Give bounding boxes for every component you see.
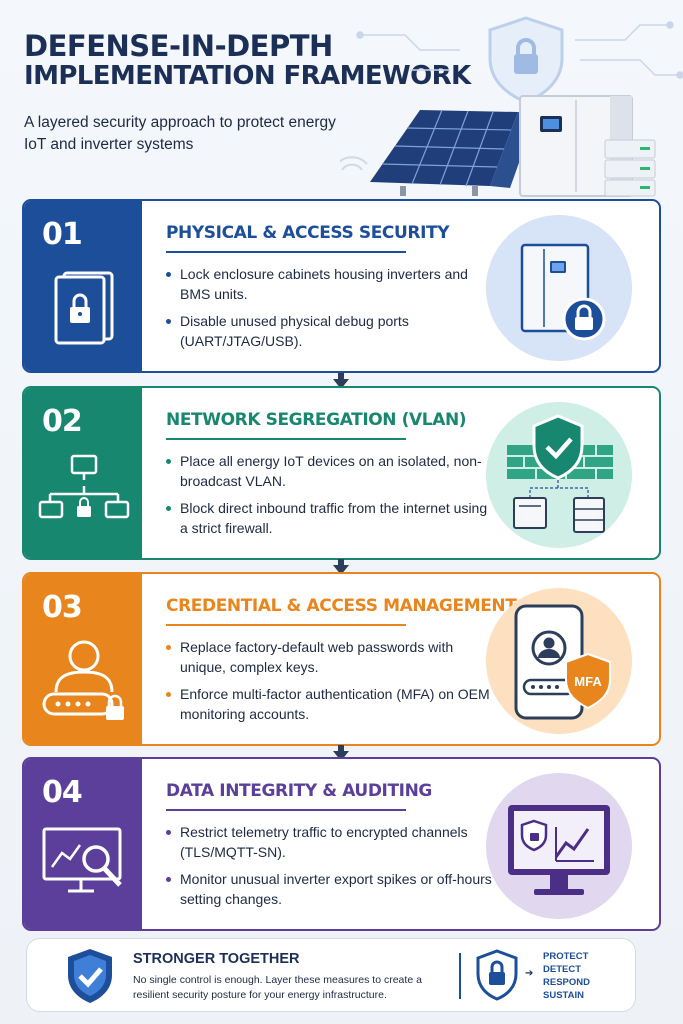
list-item: Monitor unusual inverter export spikes o… (166, 870, 496, 910)
page-title: DEFENSE-IN-DEPTH IMPLEMENTATION FRAMEWOR… (24, 30, 471, 92)
page-subtitle: A layered security approach to protect e… (24, 114, 336, 154)
down-arrow-icon (333, 373, 349, 389)
list-item: Place all energy IoT devices on an isola… (166, 452, 496, 492)
list-item: DETECT (543, 964, 581, 976)
title-underline (166, 251, 406, 253)
layer-number-panel: 03 (24, 574, 142, 744)
layer-content: PHYSICAL & ACCESS SECURITY Lock enclosur… (166, 223, 496, 359)
layer-number: 01 (42, 217, 83, 252)
list-item: Block direct inbound traffic from the in… (166, 499, 496, 539)
bullet-list: Restrict telemetry traffic to encrypted … (166, 823, 496, 910)
title-line-2: IMPLEMENTATION FRAMEWORK (24, 61, 471, 92)
footer-callout: STRONGER TOGETHER No single control is e… (26, 938, 636, 1012)
layer-content: DATA INTEGRITY & AUDITING Restrict telem… (166, 781, 496, 917)
bullet-list: Place all energy IoT devices on an isola… (166, 452, 496, 539)
shield-lock-icon (476, 949, 518, 1001)
layer-card-data-integrity: 04 DATA INTEGRITY & AUDITING Restrict te… (22, 757, 661, 931)
down-arrow-icon (333, 745, 349, 761)
layer-title: CREDENTIAL & ACCESS MANAGEMENT (166, 596, 517, 616)
security-cycle-list: PROTECT DETECT RESPOND SUSTAIN (543, 950, 590, 1002)
circuit-lines-decoration (356, 21, 683, 79)
arrow-right-icon: ➔ (525, 968, 534, 979)
list-item: PROTECT (543, 951, 589, 962)
title-underline (166, 809, 406, 811)
layer-title: DATA INTEGRITY & AUDITING (166, 781, 432, 801)
layer-title: PHYSICAL & ACCESS SECURITY (166, 223, 450, 243)
layer-content: NETWORK SEGREGATION (VLAN) Place all ene… (166, 410, 496, 546)
list-item: Enforce multi-factor authentication (MFA… (166, 685, 496, 725)
list-item: RESPOND (543, 977, 590, 989)
list-item: Restrict telemetry traffic to encrypted … (166, 823, 496, 863)
wifi-icon (340, 156, 368, 171)
hero-illustration (340, 16, 683, 197)
list-item: Replace factory-default web passwords wi… (166, 638, 496, 678)
layer-content: CREDENTIAL & ACCESS MANAGEMENT Replace f… (166, 596, 517, 732)
shield-check-icon (68, 949, 112, 1003)
layer-title: NETWORK SEGREGATION (VLAN) (166, 410, 467, 430)
list-item: Disable unused physical debug ports (UAR… (166, 312, 496, 352)
down-arrow-icon (333, 559, 349, 575)
monitor-analysis-icon (42, 827, 122, 893)
layer-card-credential-management: 03 CREDENTIAL & ACCESS MANAGEMENT Replac… (22, 572, 661, 746)
title-line-1: DEFENSE-IN-DEPTH (24, 29, 333, 63)
list-item: Lock enclosure cabinets housing inverter… (166, 265, 496, 305)
cabinet-lock-illustration (486, 215, 632, 361)
locked-cabinet-icon (54, 271, 114, 345)
footer-title: STRONGER TOGETHER (133, 951, 300, 967)
layer-card-physical-security: 01 PHYSICAL & ACCESS SECURITY Lock enclo… (22, 199, 661, 373)
phone-mfa-illustration: MFA (486, 588, 632, 734)
shield-lock-icon (488, 16, 564, 104)
bullet-list: Lock enclosure cabinets housing inverter… (166, 265, 496, 352)
title-underline (166, 438, 406, 440)
layer-number: 04 (42, 775, 83, 810)
bullet-list: Replace factory-default web passwords wi… (166, 638, 496, 725)
firewall-vlan-illustration (486, 402, 632, 548)
battery-stack-icon (604, 139, 656, 197)
list-item: SUSTAIN (543, 990, 584, 1002)
footer-divider (459, 953, 461, 999)
user-password-icon (42, 640, 124, 720)
layer-card-network-segregation: 02 NETWORK SEGREGATION (VLAN) Place all … (22, 386, 661, 560)
layer-number-panel: 02 (24, 388, 142, 558)
mfa-badge: MFA (574, 674, 602, 689)
solar-panels-icon (370, 109, 536, 196)
secure-monitor-illustration (486, 773, 632, 919)
title-underline (166, 624, 406, 626)
network-topology-icon (38, 454, 130, 519)
layer-number: 02 (42, 404, 83, 439)
layer-number-panel: 01 (24, 201, 142, 371)
header: DEFENSE-IN-DEPTH IMPLEMENTATION FRAMEWOR… (0, 0, 683, 200)
footer-body: No single control is enough. Layer these… (133, 974, 422, 1002)
layer-number-panel: 04 (24, 759, 142, 929)
layer-number: 03 (42, 590, 83, 625)
